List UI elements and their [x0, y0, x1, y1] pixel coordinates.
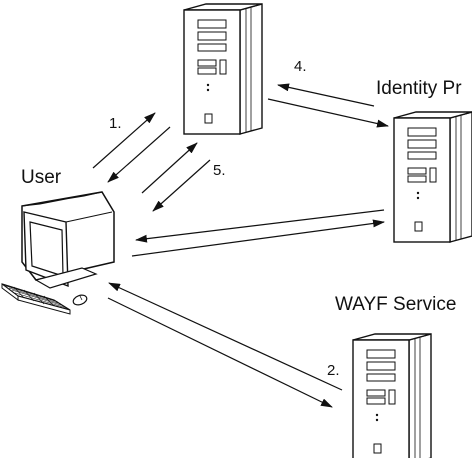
arrow-step-1-request — [92, 112, 156, 169]
arrow-step-4-to-idp — [267, 98, 389, 128]
step-4-label: 4. — [294, 58, 307, 75]
desktop-computer-icon — [1, 191, 115, 315]
arrow-step-4-to-sp — [277, 83, 375, 107]
arrow-wayf-to-user — [108, 282, 343, 391]
arrow-sp-to-user — [107, 126, 171, 183]
wayf-service-label: WAYF Service — [335, 294, 457, 315]
arrow-step-5-down — [152, 159, 211, 212]
arrow-step-5-up — [141, 142, 198, 194]
arrow-step-2-to-wayf — [107, 297, 333, 408]
identity-provider-server-icon — [393, 111, 472, 243]
step-1-label: 1. — [109, 115, 122, 132]
step-2-label: 2. — [327, 362, 340, 379]
step-5-label: 5. — [213, 162, 226, 179]
arrow-user-to-idp — [131, 219, 385, 257]
identity-provider-label: Identity Pr — [376, 78, 462, 99]
wayf-server-icon — [352, 333, 432, 458]
service-provider-server-icon — [183, 3, 263, 135]
user-label: User — [21, 167, 62, 188]
arrow-idp-to-user — [135, 209, 385, 243]
